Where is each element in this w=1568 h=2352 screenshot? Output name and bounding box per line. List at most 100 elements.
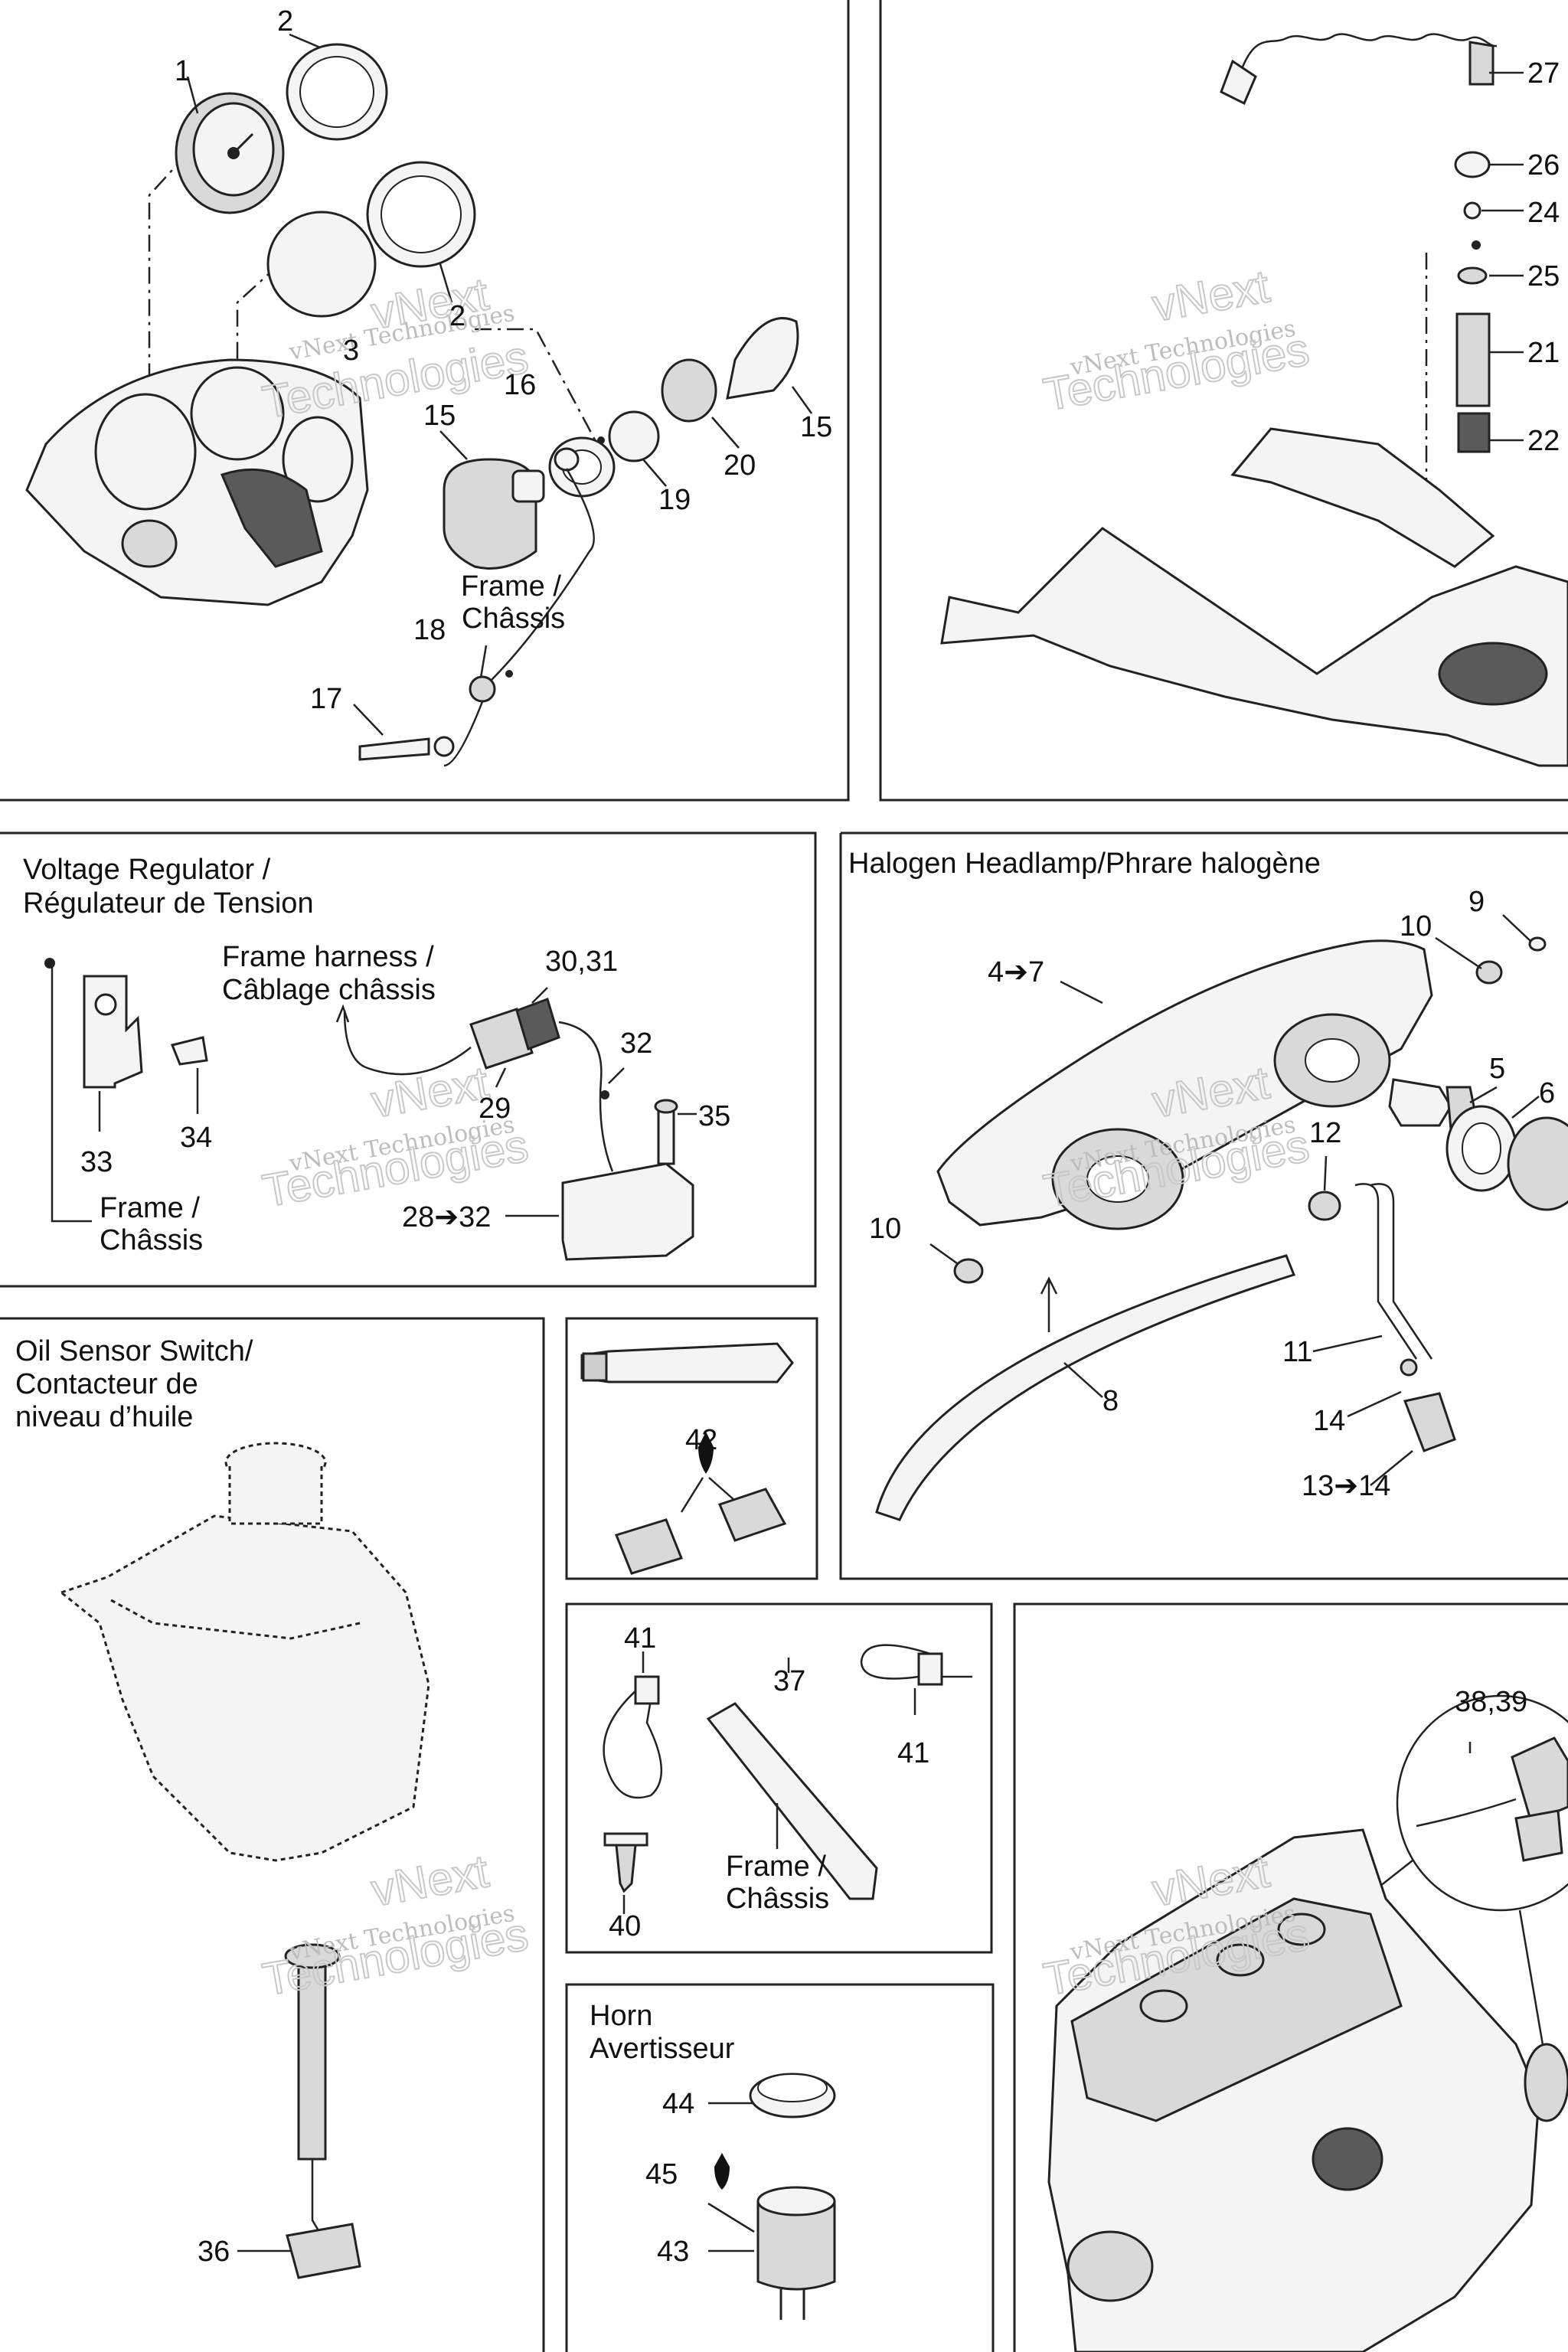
callout: 11: [1282, 1336, 1312, 1368]
callout: 10: [1400, 910, 1432, 942]
handlebar-cover: [940, 527, 1568, 767]
oil-sensor-panel: [58, 1442, 430, 2279]
harness-connector: [469, 1008, 534, 1070]
callout: 13➔14: [1302, 1470, 1390, 1502]
ties-labels: 41 37 41 40 Frame / Châssis: [609, 1622, 929, 1942]
grease-tube: [580, 1342, 794, 1383]
callout: 3: [343, 335, 359, 367]
regulator-bolt: [657, 1105, 675, 1165]
star-washer: [469, 675, 496, 703]
callout: 9: [1468, 886, 1485, 918]
headlamp-plug: [1403, 1392, 1456, 1452]
callout: 42: [685, 1424, 717, 1456]
dielectric-grease-panel: [580, 1342, 794, 1575]
callout: 21: [1527, 337, 1560, 369]
svg-text:vNext: vNext: [368, 1845, 492, 1916]
callout: 28➔32: [402, 1201, 491, 1233]
panel-title: Contacteur de: [15, 1368, 198, 1400]
gauges-callouts: 1 2 2 3 16 15 15 19 20 17 18 Frame / Châ…: [175, 5, 832, 715]
reflector-strip: [875, 1254, 1295, 1521]
callout: 12: [1309, 1117, 1341, 1149]
sensor-connector: [286, 2223, 361, 2279]
frame-label: Châssis: [462, 603, 565, 635]
callout: 27: [1527, 57, 1560, 90]
callout: 25: [1527, 260, 1560, 292]
callout: 36: [198, 2236, 230, 2268]
ground-bolt: [358, 737, 430, 761]
voltage-regulator-box: [561, 1162, 694, 1261]
grommet-10-bottom: [953, 1258, 984, 1284]
frame-label: Frame /: [726, 1851, 826, 1883]
callout: 24: [1527, 197, 1560, 229]
connector-22: [1457, 412, 1491, 453]
grommet-10-top: [1475, 960, 1503, 985]
callout: 22: [1527, 425, 1560, 457]
nut-9: [1528, 936, 1547, 952]
tether-panel: [940, 33, 1568, 767]
regulator-bracket: [83, 975, 143, 1089]
harness-label: Câblage châssis: [222, 974, 436, 1006]
callout: 18: [413, 614, 446, 646]
washer-25: [1457, 266, 1488, 285]
callout: 16: [504, 369, 536, 401]
gauge-cluster-panel: [25, 33, 813, 767]
callout: 20: [724, 449, 756, 482]
panel-title: Horn: [590, 2000, 652, 2032]
callout: 2: [449, 300, 466, 332]
oil-sensor-labels: Oil Sensor Switch/ Contacteur de niveau …: [15, 1335, 253, 2268]
panel-title: Oil Sensor Switch/: [15, 1335, 253, 1367]
callout: 33: [80, 1146, 113, 1178]
frame-label: Châssis: [100, 1224, 203, 1256]
frame-label: Frame /: [461, 570, 561, 603]
horn-labels: Horn Avertisseur 44 45 43: [590, 2000, 735, 2268]
headlamp-wire: [1354, 1183, 1418, 1360]
callout: 32: [620, 1027, 652, 1060]
callout: 6: [1539, 1077, 1555, 1109]
voltage-regulator-panel: [44, 958, 697, 1261]
engine-labels: 38,39: [1455, 1686, 1527, 1718]
svg-text:vNext: vNext: [368, 1057, 492, 1128]
callout: 29: [479, 1093, 511, 1125]
callout: 15: [423, 400, 456, 432]
panel-title: Avertisseur: [590, 2033, 735, 2065]
callout: 10: [869, 1213, 901, 1245]
panel-title: niveau d’huile: [15, 1401, 193, 1433]
callout: 14: [1313, 1405, 1345, 1437]
oil-tank: [58, 1514, 430, 1862]
callout: 45: [645, 2158, 678, 2190]
svg-text:vNext: vNext: [1148, 260, 1273, 332]
callout: 17: [310, 683, 342, 715]
callout: 37: [773, 1665, 805, 1697]
connector-male: [615, 1518, 683, 1575]
callout: 34: [180, 1122, 212, 1154]
washer-24: [1463, 201, 1481, 220]
panel-title: Halogen Headlamp/Phrare halogène: [848, 848, 1321, 880]
voltage-regulator-labels: Voltage Regulator / Régulateur de Tensio…: [23, 854, 730, 1256]
callout: 41: [624, 1622, 656, 1655]
push-rivet: [603, 1832, 648, 1847]
grommet-12: [1308, 1191, 1341, 1221]
callout: 8: [1102, 1385, 1119, 1417]
speedometer-gauge: [175, 92, 285, 214]
callout: 41: [897, 1737, 929, 1769]
callout: 2: [277, 5, 293, 38]
halogen-bulb: [1388, 1078, 1452, 1127]
nut-26: [1454, 151, 1491, 178]
cable-tie-left: [603, 1676, 663, 1799]
split-tube: [706, 1702, 878, 1900]
ignition-key: [726, 317, 799, 400]
callout: 19: [658, 484, 691, 516]
callout: 44: [662, 2088, 694, 2120]
connector-female: [717, 1488, 787, 1542]
grease-labels: 42: [685, 1424, 717, 1456]
tether-clip: [1468, 41, 1494, 86]
bracket-screw: [170, 1036, 208, 1066]
callout: 30,31: [545, 946, 618, 978]
key-boot: [661, 358, 717, 423]
frame-label: Frame /: [100, 1192, 200, 1224]
callout: 1: [175, 55, 191, 87]
callout: 15: [800, 411, 832, 443]
headlamp-panel: [875, 914, 1568, 1521]
